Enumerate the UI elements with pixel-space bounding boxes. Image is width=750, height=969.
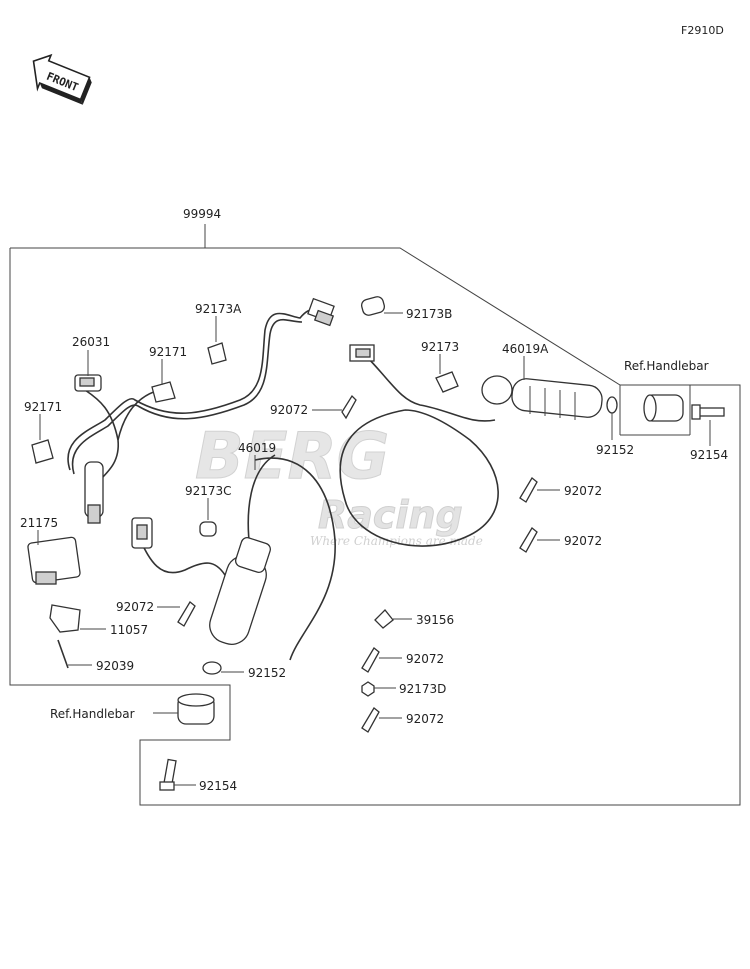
parts [27, 296, 725, 791]
diagram-code: F2910D [681, 24, 724, 37]
plug-icon [84, 461, 104, 524]
callout-92173D: 92173D [399, 682, 446, 696]
clamp-92173B-icon [361, 296, 385, 316]
callout-92152-a: 92152 [596, 443, 634, 457]
cable-tie-92072-icon [519, 477, 538, 503]
switch-26031-icon [74, 374, 102, 392]
cable-tie-92072-icon [519, 527, 538, 553]
watermark-sub: Racing [318, 493, 463, 537]
watermark: BERG Racing Where Champions are made [195, 420, 483, 549]
handlebar-end-icon [177, 693, 215, 725]
clip-92173-icon [435, 371, 459, 393]
callout-92072-f: 92072 [406, 712, 444, 726]
callout-92072-d: 92072 [116, 600, 154, 614]
leader-lines [37, 312, 711, 786]
grip-46019A-icon [481, 375, 603, 420]
callout-92171-b: 92171 [149, 345, 187, 359]
clamp-92171-icon [151, 381, 176, 403]
callout-92154-b: 92154 [199, 779, 237, 793]
callout-92039: 92039 [96, 659, 134, 673]
bracket-11057-icon [49, 604, 81, 633]
clamp-92173C-icon [199, 521, 217, 537]
callout-92173C: 92173C [185, 484, 232, 498]
washer-92152-icon [606, 396, 618, 414]
callout-92154-a: 92154 [690, 448, 728, 462]
callout-46019A: 46019A [502, 342, 549, 356]
callout-92072-b: 92072 [564, 484, 602, 498]
cable-tie-92072-icon [341, 394, 357, 420]
pin-92039-icon [57, 639, 69, 669]
callout-92072-e: 92072 [406, 652, 444, 666]
callout-46019: 46019 [238, 441, 276, 455]
callout-92072-a: 92072 [270, 403, 308, 417]
ref-handlebar-right: Ref.Handlebar [624, 359, 709, 373]
callouts: 92173A 92173B 26031 92173 46019A 92171 R… [20, 302, 728, 793]
callout-92173B: 92173B [406, 307, 452, 321]
connector-icon [131, 517, 153, 549]
handlebar-end-icon [643, 394, 684, 422]
clip-39156-icon [374, 609, 394, 629]
bolt-92154-icon [159, 758, 177, 791]
bolt-92154-icon [691, 404, 725, 420]
nut-92173D-icon [361, 681, 375, 697]
callout-26031: 26031 [72, 335, 110, 349]
cable-tie-92072-icon [361, 647, 380, 673]
callout-92152-b: 92152 [248, 666, 286, 680]
clamp-92171-icon [31, 439, 54, 464]
callout-92072-c: 92072 [564, 534, 602, 548]
callout-21175: 21175 [20, 516, 58, 530]
cable-tie-92072-icon [177, 601, 196, 627]
connector-icon [307, 297, 335, 327]
callout-92173: 92173 [421, 340, 459, 354]
kit-outline [9, 224, 741, 806]
grip-46019-icon [209, 537, 271, 645]
callout-11057: 11057 [110, 623, 148, 637]
callout-92173A: 92173A [195, 302, 242, 316]
cable-tie-92072-icon [361, 707, 380, 733]
ref-handlebar-left: Ref.Handlebar [50, 707, 135, 721]
callout-39156: 39156 [416, 613, 454, 627]
callout-92171-a: 92171 [24, 400, 62, 414]
front-arrow-icon: FRONT [32, 53, 92, 105]
kit-label: 99994 [183, 207, 221, 221]
washer-92152-icon [202, 661, 222, 675]
clamp-92173A-icon [207, 342, 227, 365]
connector-icon [349, 344, 375, 362]
relay-21175-icon [27, 536, 81, 585]
watermark-brand: BERG [195, 420, 389, 494]
